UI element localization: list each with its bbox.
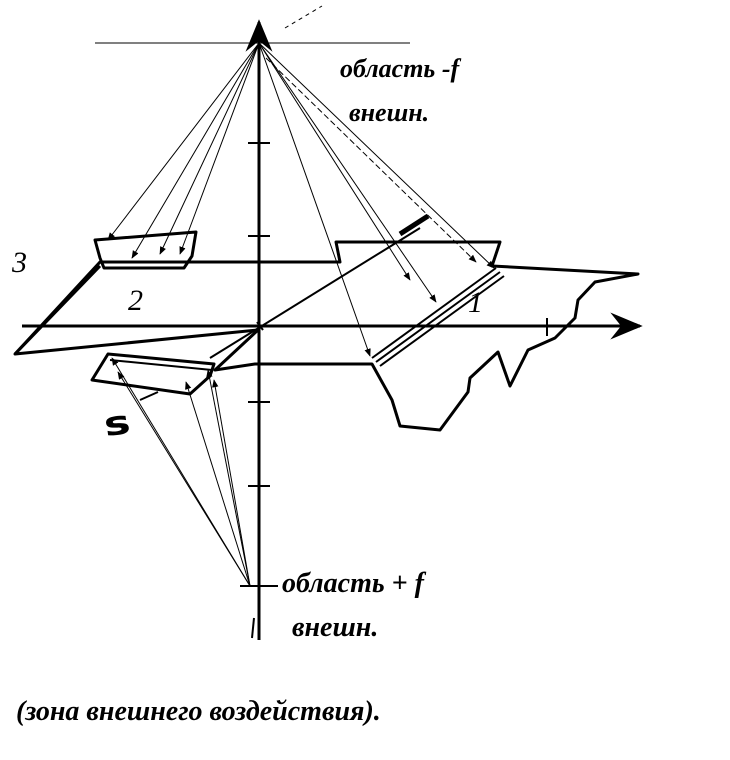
bottom-focus-arrows: [111, 357, 251, 587]
label-s: s: [101, 402, 133, 445]
label-3: 3: [12, 246, 27, 279]
bottom-axis-tail: [251, 617, 255, 639]
top-focus-arrows: [107, 42, 495, 357]
s-dash: [139, 391, 159, 401]
vertical-axis-ticks: [240, 142, 278, 587]
diagonal-mark: [398, 213, 430, 237]
element-s-inner: [109, 359, 213, 371]
top-external-label: внешн.: [349, 98, 430, 127]
plane-diagonal: [209, 227, 421, 359]
base-plane: [13, 240, 640, 432]
element-s-box: [90, 352, 216, 396]
caption: (зона внешнего воздействия).: [16, 696, 381, 727]
top-dashed-stroke: [284, 5, 323, 29]
element-2-box: [93, 230, 198, 270]
plane-left-edge: [13, 264, 102, 356]
label-1: 1: [468, 286, 483, 319]
bottom-area-label: область + f: [282, 568, 424, 599]
element-1-shelf: [371, 267, 505, 367]
label-2: 2: [128, 284, 143, 317]
bottom-external-label: внешн.: [292, 612, 379, 643]
top-area-label: область -f: [340, 54, 460, 83]
